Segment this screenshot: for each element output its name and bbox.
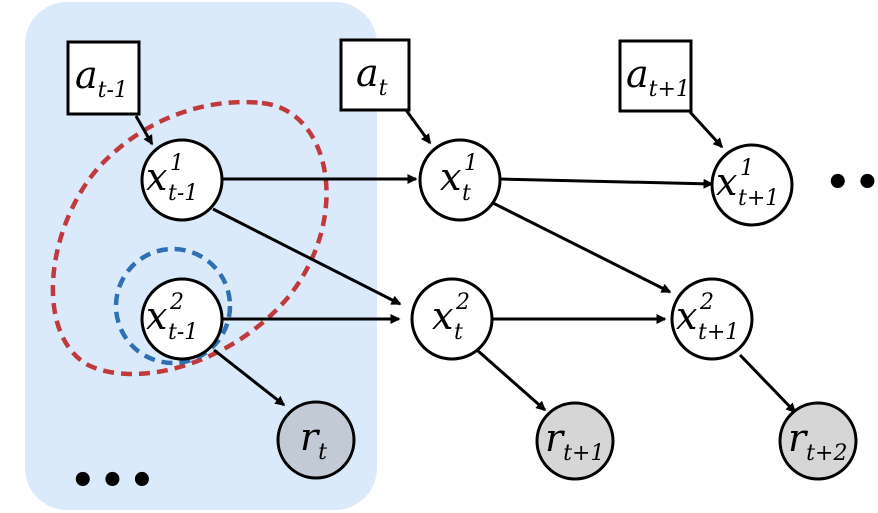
action-node-a-t: at [339,38,411,112]
edge-x1-t-1-to-x2-t [212,207,402,306]
edges [134,109,797,414]
svg-text:t+1: t+1 [738,186,779,211]
edge-a-t-1-to-x1-t-1 [134,115,154,146]
svg-text:t: t [454,320,463,345]
edge-x1-t-to-x1-t+1 [499,177,714,189]
edge-x2-t-1-to-r-t [213,348,286,407]
svg-text:t+1: t+1 [698,320,739,345]
state-node-x1-t: x 1 t [418,138,502,222]
svg-text:at+1: at+1 [626,52,690,102]
svg-text:2: 2 [169,290,184,315]
svg-text:rt+2: rt+2 [788,416,847,466]
edge-x2-t-to-r-t+1 [476,348,547,412]
ellipsis-right: ••• [825,160,878,206]
svg-text:t-1: t-1 [168,320,198,345]
reward-node-r-t+2: rt+2 [778,401,858,481]
state-node-x2-t: x 2 t [410,277,494,361]
svg-text:at: at [356,51,388,101]
red-dashed-region [50,99,329,377]
svg-text:x: x [716,160,737,204]
blue-dashed-circle [113,246,233,366]
edge-a-t+1-to-x1-t+1 [688,110,724,149]
svg-text:x: x [676,294,697,338]
svg-text:2: 2 [699,290,714,315]
action-node-a-t+1: at+1 [618,39,693,113]
svg-text:x: x [440,155,461,199]
svg-text:1: 1 [170,151,184,176]
svg-text:x: x [146,155,167,199]
svg-text:1: 1 [464,151,478,176]
svg-text:at-1: at-1 [75,53,128,103]
svg-text:rt: rt [300,415,327,465]
edge-x1-t-to-x2-t+1 [490,200,672,294]
svg-text:x: x [432,294,453,338]
edge-x2-t+1-to-r-t+2 [738,353,797,414]
ellipsis-bottom-left: ••• [70,458,159,504]
reward-node-r-t: rt [276,400,356,480]
state-node-x1-t+1: x 1 t+1 [710,143,794,227]
state-node-x1-t-1: x 1 t-1 [140,138,224,222]
state-node-x2-t-1: x 2 t-1 [140,277,224,361]
svg-text:2: 2 [455,290,470,315]
edge-a-t-to-x1-t [404,109,432,145]
svg-text:rt+1: rt+1 [545,416,604,466]
svg-text:t: t [462,181,471,206]
reward-node-r-t+1: rt+1 [535,401,615,481]
svg-text:1: 1 [740,156,754,181]
svg-text:x: x [146,294,167,338]
state-node-x2-t+1: x 2 t+1 [670,277,754,361]
svg-text:t-1: t-1 [168,181,198,206]
action-node-a-t-1: at-1 [66,40,141,116]
